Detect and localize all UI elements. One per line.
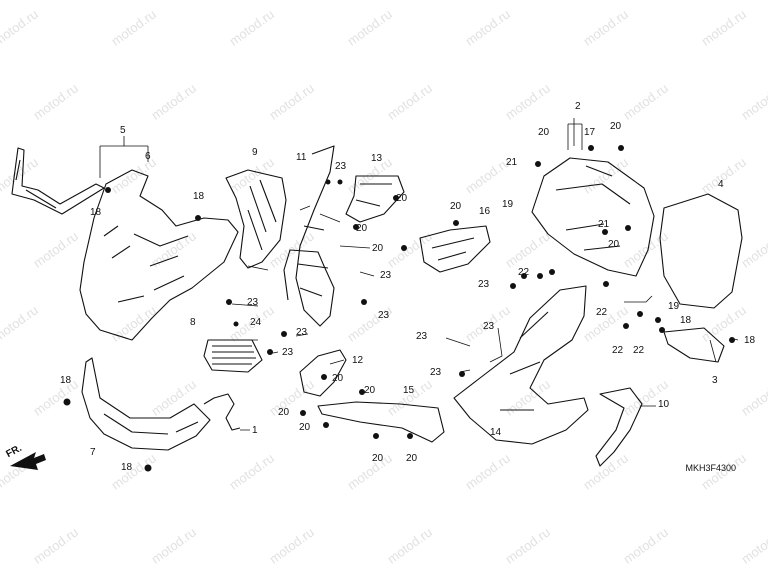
callout-18: 18 (744, 335, 756, 346)
callout-19: 19 (502, 199, 514, 210)
callout-22: 22 (612, 345, 624, 356)
callout-18: 18 (680, 315, 692, 326)
callout-23: 23 (282, 347, 294, 358)
callout-23: 23 (296, 327, 308, 338)
part-2-center-cowl (531, 157, 655, 277)
callout-20: 20 (610, 121, 622, 132)
callout-20: 20 (278, 407, 290, 418)
callout-11: 11 (296, 152, 307, 163)
callout-1: 1 (252, 425, 258, 436)
callout-20: 20 (364, 385, 376, 396)
callout-18: 18 (90, 207, 102, 218)
callout-5: 5 (120, 125, 126, 136)
part-8-grille (203, 339, 263, 373)
front-direction-arrow (10, 452, 46, 470)
callout-18: 18 (60, 375, 72, 386)
callout-18: 18 (121, 462, 133, 473)
callout-16: 16 (479, 206, 491, 217)
part-11-side-frame (283, 145, 335, 327)
part-14-lower-cowl (453, 285, 589, 445)
part-9-inner-panel (225, 169, 287, 269)
callout-23: 23 (335, 161, 347, 172)
callout-6: 6 (145, 151, 151, 162)
callout-23: 23 (430, 367, 442, 378)
callout-10: 10 (658, 399, 670, 410)
callout-15: 15 (403, 385, 415, 396)
callout-22: 22 (633, 345, 645, 356)
part-13-bracket (345, 175, 405, 223)
callout-7: 7 (90, 447, 96, 458)
callout-21: 21 (598, 219, 610, 230)
part-1-wire-harness (203, 393, 241, 431)
callout-14: 14 (490, 427, 502, 438)
callout-9: 9 (252, 147, 258, 158)
part-12-small-panel (299, 349, 347, 397)
part-3-reflector (663, 327, 725, 363)
part-6-upper-cowl (79, 169, 239, 341)
callout-20: 20 (450, 201, 462, 212)
callout-20: 20 (538, 127, 550, 138)
callout-20: 20 (372, 453, 384, 464)
part-15-strip (317, 401, 445, 443)
part-10-side-trim (595, 387, 643, 467)
callout-23: 23 (247, 297, 259, 308)
callout-19: 19 (668, 301, 680, 312)
callout-3: 3 (712, 375, 718, 386)
callout-22: 22 (518, 267, 530, 278)
callout-20: 20 (608, 239, 620, 250)
callout-20: 20 (406, 453, 418, 464)
callout-4: 4 (718, 179, 724, 190)
callout-2: 2 (575, 101, 581, 112)
part-16-duct (419, 225, 491, 273)
callout-23: 23 (380, 270, 392, 281)
callout-13: 13 (371, 153, 383, 164)
callout-23: 23 (416, 331, 428, 342)
callout-8: 8 (190, 317, 196, 328)
callout-17: 17 (584, 127, 596, 138)
callout-20: 20 (356, 223, 368, 234)
part-4-side-panel (659, 193, 743, 309)
callout-23: 23 (378, 310, 390, 321)
diagram-code: MKH3F4300 (685, 463, 736, 473)
callout-20: 20 (332, 373, 344, 384)
part-5-trim-strip (11, 147, 105, 215)
callout-24: 24 (250, 317, 262, 328)
callout-20: 20 (299, 422, 311, 433)
callout-22: 22 (596, 307, 608, 318)
callout-18: 18 (193, 191, 205, 202)
part-7-under-cowl (81, 357, 211, 451)
callout-12: 12 (352, 355, 364, 366)
callout-21: 21 (506, 157, 518, 168)
callout-20: 20 (372, 243, 384, 254)
callout-20: 20 (396, 193, 408, 204)
callout-23: 23 (478, 279, 490, 290)
callout-23: 23 (483, 321, 495, 332)
